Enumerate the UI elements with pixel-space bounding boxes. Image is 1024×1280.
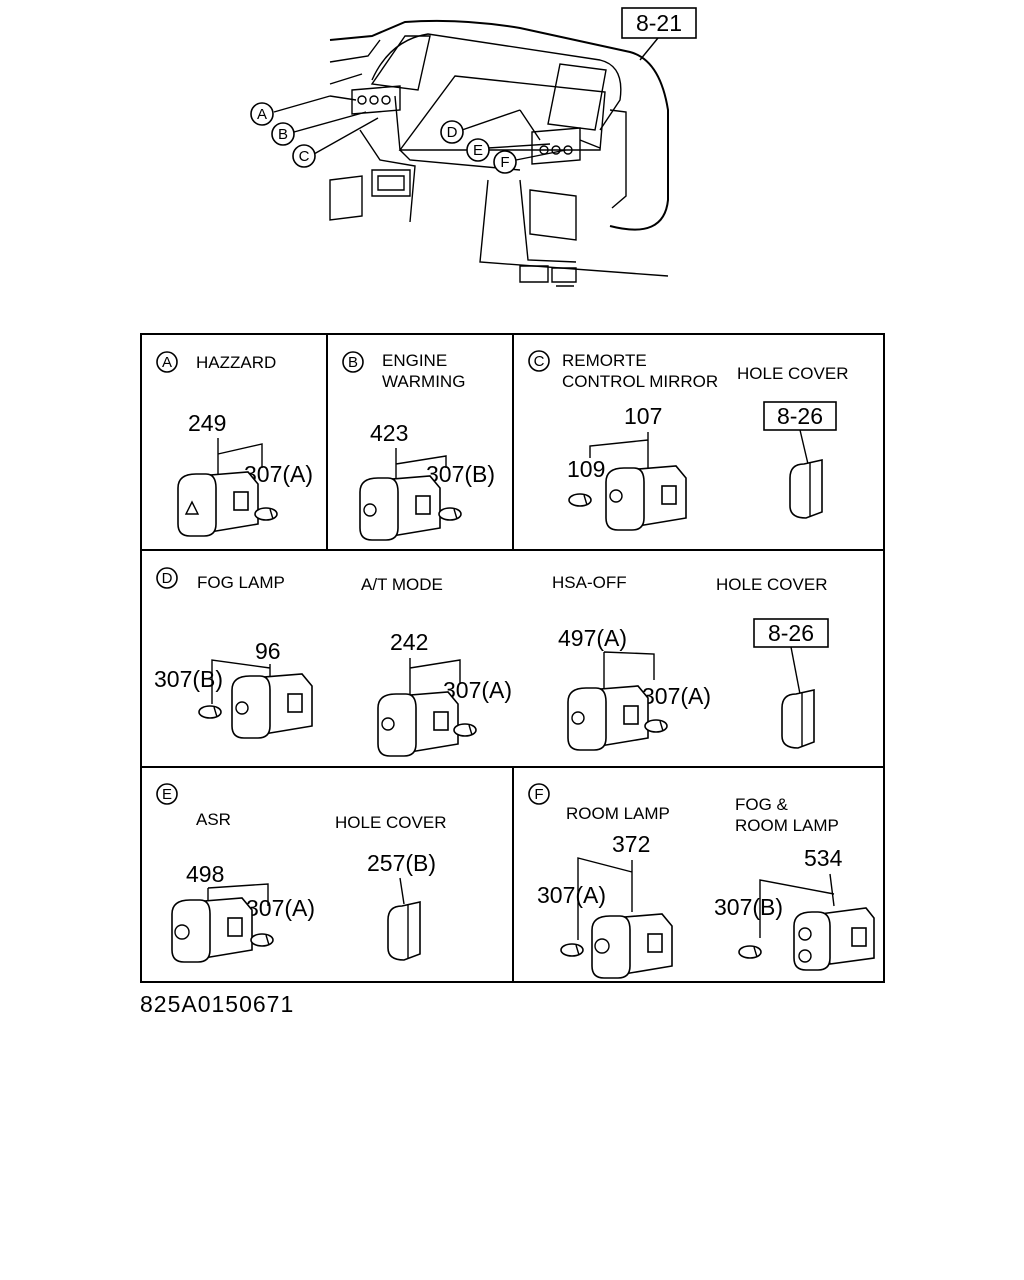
panel-f-room-lamp: F ROOM LAMP 372 307(A) FOG & ROOM LAMP 5… (528, 783, 875, 979)
callout-d: D (447, 124, 458, 141)
engine-warming-bulb (438, 507, 462, 521)
hazzard-part-number: 249 (188, 410, 226, 436)
panel-b-engine-warming: B ENGINE WARMING 423 307(B) (342, 351, 495, 541)
asr-title: ASR (196, 810, 231, 829)
hsa-off-switch (567, 685, 649, 751)
hsa-off-title: HSA-OFF (552, 573, 627, 592)
remote-mirror-title-2: CONTROL MIRROR (562, 372, 718, 391)
panel-e-hole-cover-part-number: 257(B) (367, 850, 436, 876)
panel-e-asr: E ASR 498 307(A) HOLE COVER 257(B) (156, 783, 446, 963)
asr-part-number: 498 (186, 861, 224, 887)
panel-d-switches: D FOG LAMP 96 307(B) A/T MODE 242 307(A)… (154, 567, 829, 757)
remote-mirror-part-number: 107 (624, 403, 662, 429)
panel-d-hole-cover-title: HOLE COVER (716, 575, 827, 594)
overview-ref-8-21: 8-21 (636, 10, 682, 36)
panel-c-hole-cover (789, 459, 823, 519)
diagram-code: 825A0150671 (140, 991, 294, 1017)
callout-c: C (299, 148, 310, 165)
room-lamp-part-number: 372 (612, 831, 650, 857)
panel-e-hole-cover (387, 901, 421, 961)
at-mode-title: A/T MODE (361, 575, 443, 594)
remote-mirror-bulb (568, 493, 592, 507)
fog-lamp-bulb (198, 705, 222, 719)
fog-lamp-bulb-number: 307(B) (154, 666, 223, 692)
callout-a: A (257, 106, 267, 123)
panel-d-hole-cover (781, 689, 815, 749)
asr-bulb (250, 933, 274, 947)
at-mode-switch (377, 691, 459, 757)
remote-mirror-title-1: REMORTE (562, 351, 647, 370)
room-lamp-title: ROOM LAMP (566, 804, 670, 823)
fog-room-lamp-title-2: ROOM LAMP (735, 816, 839, 835)
panel-e-letter: E (162, 786, 172, 803)
hazzard-switch (177, 471, 259, 537)
panel-a-letter: A (162, 354, 172, 371)
fog-room-lamp-title-1: FOG & (735, 795, 789, 814)
callout-b: B (278, 126, 288, 143)
panel-a-hazzard: A HAZZARD 249 307(A) (156, 351, 313, 537)
fog-lamp-switch (231, 673, 313, 739)
engine-warming-switch (359, 475, 441, 541)
room-lamp-switch (591, 913, 673, 979)
panel-c-hole-cover-ref: 8-26 (777, 403, 823, 429)
hsa-off-bulb (644, 719, 668, 733)
panel-e-hole-cover-title: HOLE COVER (335, 813, 446, 832)
fog-room-lamp-switch (793, 907, 875, 971)
fog-room-lamp-bulb-number: 307(B) (714, 894, 783, 920)
panel-c-letter: C (534, 353, 545, 370)
asr-bulb-number: 307(A) (246, 895, 315, 921)
fog-room-lamp-bulb (738, 945, 762, 959)
callout-e: E (473, 142, 483, 159)
panel-c-remote-control-mirror: C REMORTE CONTROL MIRROR 107 109 HOLE CO… (528, 350, 848, 531)
dashboard-overview: 8-21 A B C D E F (250, 7, 697, 287)
remote-mirror-switch (605, 465, 687, 531)
at-mode-part-number: 242 (390, 629, 428, 655)
fog-lamp-part-number: 96 (255, 638, 281, 664)
panel-d-hole-cover-ref: 8-26 (768, 620, 814, 646)
fog-room-lamp-part-number: 534 (804, 845, 843, 871)
panel-d-letter: D (162, 570, 173, 587)
parts-table-grid (140, 333, 885, 983)
room-lamp-bulb-number: 307(A) (537, 882, 606, 908)
hazzard-bulb (254, 507, 278, 521)
panel-c-hole-cover-title: HOLE COVER (737, 364, 848, 383)
engine-warming-title-2: WARMING (382, 372, 465, 391)
engine-warming-title-1: ENGINE (382, 351, 447, 370)
fog-lamp-title: FOG LAMP (197, 573, 285, 592)
engine-warming-bulb-number: 307(B) (426, 461, 495, 487)
callout-f: F (500, 154, 509, 171)
room-lamp-bulb (560, 943, 584, 957)
asr-switch (171, 897, 253, 963)
hsa-off-part-number: 497(A) (558, 625, 627, 651)
hsa-off-bulb-number: 307(A) (642, 683, 711, 709)
hazzard-title: HAZZARD (196, 353, 276, 372)
panel-b-letter: B (348, 354, 358, 371)
at-mode-bulb (453, 723, 477, 737)
engine-warming-part-number: 423 (370, 420, 408, 446)
remote-mirror-bulb-number: 109 (567, 456, 605, 482)
panel-f-letter: F (534, 786, 543, 803)
